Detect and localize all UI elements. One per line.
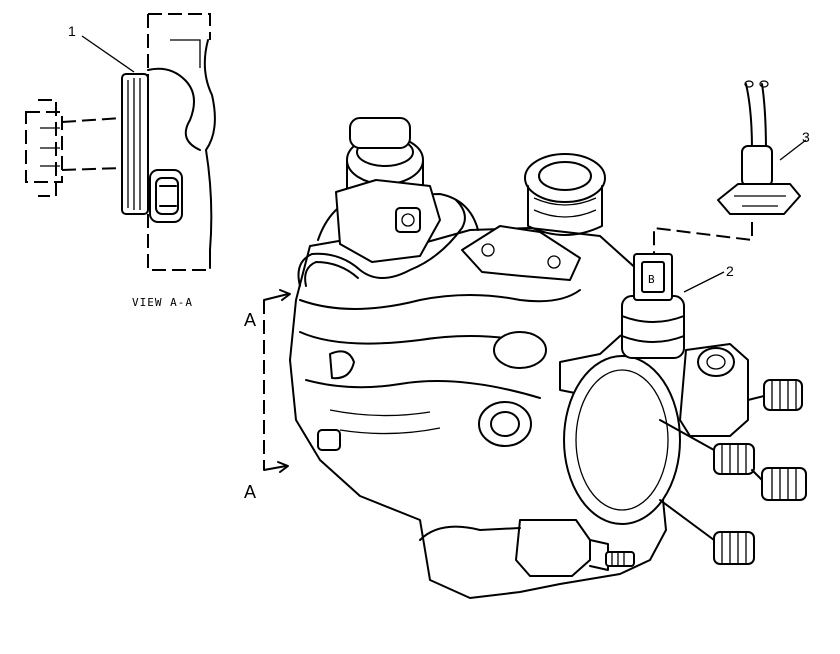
connector-mating-line <box>653 222 753 254</box>
section-mark-bottom: A <box>244 482 256 502</box>
callout-1: 1 <box>68 23 76 39</box>
leader-3 <box>779 139 807 161</box>
harness-connector <box>717 80 801 215</box>
callout-3: 3 <box>802 129 810 145</box>
callout-2: 2 <box>726 263 734 279</box>
section-mark-top: A <box>244 310 256 330</box>
svg-text:B: B <box>648 273 655 286</box>
leader-2 <box>683 271 725 293</box>
section-line-a-a <box>263 289 291 473</box>
fuel-pump-assembly: B <box>289 117 807 599</box>
view-label: VIEW A-A <box>132 296 193 309</box>
detail-view-a-a <box>25 13 216 271</box>
